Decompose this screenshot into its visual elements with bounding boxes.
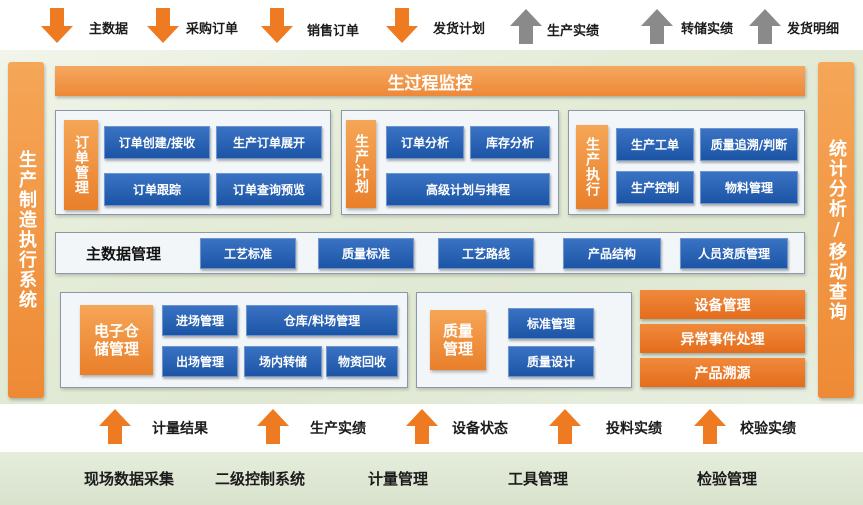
up-arrow-icon [99,409,131,444]
order-create-receive-button[interactable]: 订单创建/接收 [104,126,210,159]
production-plan-category-label: 生产计划 [353,134,369,194]
foundation-level2-control: 二级控制系统 [215,470,306,488]
exit-management-button[interactable]: 出场管理 [162,346,238,377]
order-management-category: 订单管理 [64,120,98,210]
warehouse-yard-management-button[interactable]: 仓库/料场管理 [246,305,398,336]
production-work-order-button[interactable]: 生产工单 [616,128,694,161]
left-system-bar: 生产制造执行系统 [8,62,44,398]
equipment-management-button[interactable]: 设备管理 [640,290,805,319]
bottom-flow-row: 计量结果 生产实绩 设备状态 投料实绩 校验实绩 [0,404,863,452]
entry-management-button[interactable]: 进场管理 [162,305,238,336]
up-arrow-icon [510,9,542,44]
advanced-planning-scheduling-button[interactable]: 高级计划与排程 [386,173,550,206]
quality-trace-judge-button[interactable]: 质量追溯/判断 [700,128,798,161]
production-plan-category: 生产计划 [346,120,376,208]
foundation-row: 现场数据采集 二级控制系统 计量管理 工具管理 检验管理 [0,452,863,505]
top-flow-row: 主数据 采购订单 销售订单 发货计划 生产实绩 转储实绩 发货明细 [0,0,863,50]
up-arrow-icon [406,409,438,444]
flow-label-shipping-plan: 发货计划 [433,22,486,37]
up-arrow-icon [694,409,726,444]
order-management-category-label: 订单管理 [73,135,89,195]
electronic-storage-category-label: 电子仓储管理 [93,322,139,358]
quality-design-button[interactable]: 质量设计 [508,346,594,377]
foundation-metering-management: 计量管理 [368,470,429,488]
foundation-inspection-management: 检验管理 [697,470,758,488]
process-route-button[interactable]: 工艺路线 [438,238,534,269]
in-yard-transfer-button[interactable]: 场内转储 [244,346,322,377]
left-system-bar-label: 生产制造执行系统 [16,150,37,310]
order-query-preview-button[interactable]: 订单查询预览 [216,173,322,206]
up-arrow-icon [641,9,673,44]
down-arrow-icon [261,8,293,43]
order-analysis-button[interactable]: 订单分析 [386,126,464,159]
electronic-storage-category: 电子仓储管理 [80,305,153,375]
quality-management-category: 质量管理 [430,310,486,370]
flow-label-production-result: 生产实绩 [547,24,600,39]
product-traceability-button[interactable]: 产品溯源 [640,358,805,387]
bottom-flow-calibration-result: 校验实绩 [740,421,796,437]
flow-label-master-data: 主数据 [89,22,129,37]
production-execution-category-label: 生产执行 [584,137,600,197]
foundation-tool-management: 工具管理 [508,470,569,488]
flow-label-purchase-order: 采购订单 [186,22,239,37]
order-tracking-button[interactable]: 订单跟踪 [104,173,210,206]
up-arrow-icon [257,409,289,444]
flow-label-sales-order: 销售订单 [307,24,360,39]
flow-label-transfer-result: 转储实绩 [681,22,734,37]
material-management-button[interactable]: 物料管理 [700,171,798,204]
foundation-field-data-collection: 现场数据采集 [84,470,175,488]
down-arrow-icon [41,8,73,43]
quality-standard-button[interactable]: 质量标准 [318,238,414,269]
inventory-analysis-button[interactable]: 库存分析 [470,126,550,159]
process-standard-button[interactable]: 工艺标准 [200,238,296,269]
material-recovery-button[interactable]: 物资回收 [326,346,398,377]
exception-event-handling-button[interactable]: 异常事件处理 [640,324,805,353]
quality-management-category-label: 质量管理 [442,322,473,358]
master-data-label: 主数据管理 [86,245,162,263]
right-analysis-bar: 统计分析/移动查询 [818,62,854,398]
bottom-flow-feeding-result: 投料实绩 [606,421,662,437]
production-execution-category: 生产执行 [576,125,608,209]
product-structure-button[interactable]: 产品结构 [563,238,661,269]
production-control-button[interactable]: 生产控制 [616,171,694,204]
right-analysis-bar-label: 统计分析/移动查询 [826,138,847,322]
flow-label-shipping-detail: 发货明细 [787,22,840,37]
process-monitor-title: 生过程监控 [55,66,805,96]
personnel-qualification-button[interactable]: 人员资质管理 [680,238,788,269]
standard-management-button[interactable]: 标准管理 [508,308,594,339]
bottom-flow-production-result: 生产实绩 [310,421,366,437]
bottom-flow-equipment-status: 设备状态 [452,421,508,437]
down-arrow-icon [147,8,179,43]
up-arrow-icon [549,409,581,444]
down-arrow-icon [386,8,418,43]
up-arrow-icon [749,9,781,44]
bottom-flow-metering-result: 计量结果 [152,421,208,437]
production-order-expand-button[interactable]: 生产订单展开 [216,126,322,159]
